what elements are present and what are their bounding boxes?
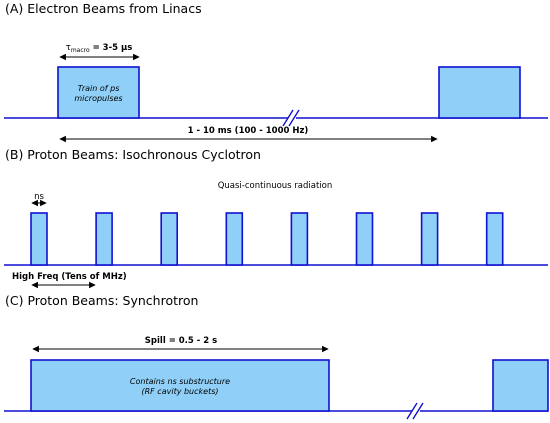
panel-b-title: (B) Proton Beams: Isochronous Cyclotron bbox=[5, 147, 261, 162]
cyclotron-pulse bbox=[95, 212, 113, 266]
macropulse-label-line1: Train of ps bbox=[78, 84, 120, 93]
cyclotron-pulse bbox=[225, 212, 244, 266]
panel-c: (C) Proton Beams: Synchrotron Spill = 0.… bbox=[4, 293, 549, 420]
spill-label: Spill = 0.5 - 2 s bbox=[145, 336, 217, 346]
cyclotron-pulse bbox=[160, 212, 178, 266]
spill-pulse-label-line2: (RF cavity buckets) bbox=[141, 387, 218, 396]
macropulse-1 bbox=[57, 66, 140, 119]
period-label: 1 - 10 ms (100 - 1000 Hz) bbox=[188, 126, 309, 136]
radiation-label: Quasi-continuous radiation bbox=[218, 181, 333, 191]
cyclotron-pulse-group bbox=[30, 212, 504, 266]
spill-pulse-label-line1: Contains ns substructure bbox=[130, 377, 230, 386]
axis-break-mark bbox=[282, 109, 294, 127]
cyclotron-pulse bbox=[485, 212, 504, 266]
cyclotron-pulse bbox=[355, 212, 374, 266]
cyclotron-pulse bbox=[290, 212, 309, 266]
macropulse-2 bbox=[438, 66, 521, 119]
panel-a: (A) Electron Beams from Linacs τmacro = … bbox=[4, 1, 548, 143]
spill-pulse-2 bbox=[492, 359, 549, 412]
axis-break-mark bbox=[406, 402, 418, 420]
macropulse-label-line2: micropulses bbox=[74, 94, 122, 103]
axis-break-mark bbox=[412, 402, 424, 420]
panel-a-title: (A) Electron Beams from Linacs bbox=[5, 1, 202, 16]
panel-c-title: (C) Proton Beams: Synchrotron bbox=[5, 293, 198, 308]
cyclotron-pulse bbox=[420, 212, 439, 266]
spill-pulse-1 bbox=[30, 359, 330, 412]
ns-label: ns bbox=[34, 192, 44, 202]
panel-b: (B) Proton Beams: Isochronous Cyclotron … bbox=[4, 147, 548, 289]
cyclotron-pulse bbox=[30, 212, 48, 266]
axis-break-mark bbox=[288, 109, 300, 127]
tau-macro-label: τmacro = 3-5 μs bbox=[66, 43, 133, 54]
freq-label: High Freq (Tens of MHz) bbox=[12, 272, 127, 282]
